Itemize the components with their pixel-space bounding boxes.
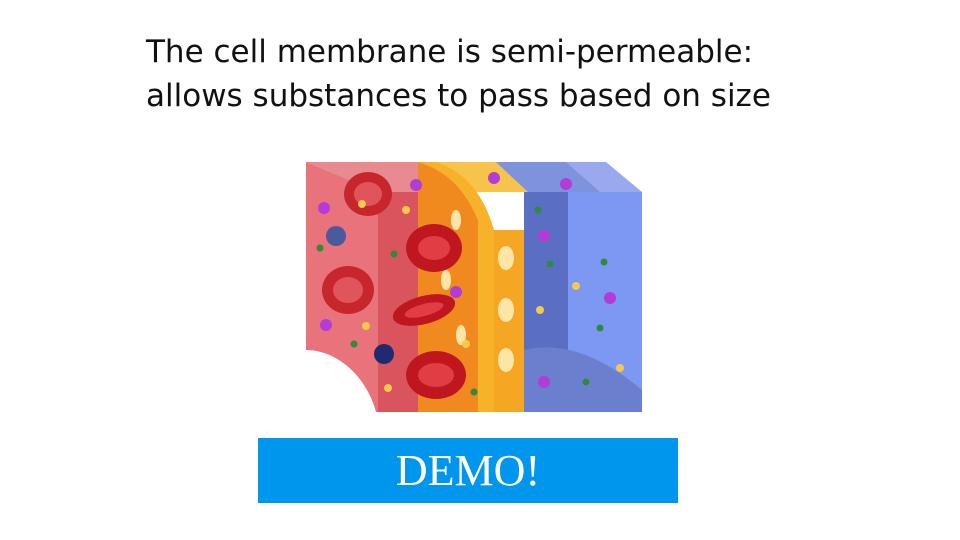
molecule-icon [318, 172, 616, 388]
red-blood-cell-icon [344, 172, 392, 216]
cell-membrane-illustration [306, 160, 642, 415]
demo-button[interactable]: DEMO! [258, 438, 678, 503]
cell-membrane-diagram [306, 162, 642, 412]
slide-title: The cell membrane is semi-permeable: all… [146, 34, 771, 114]
